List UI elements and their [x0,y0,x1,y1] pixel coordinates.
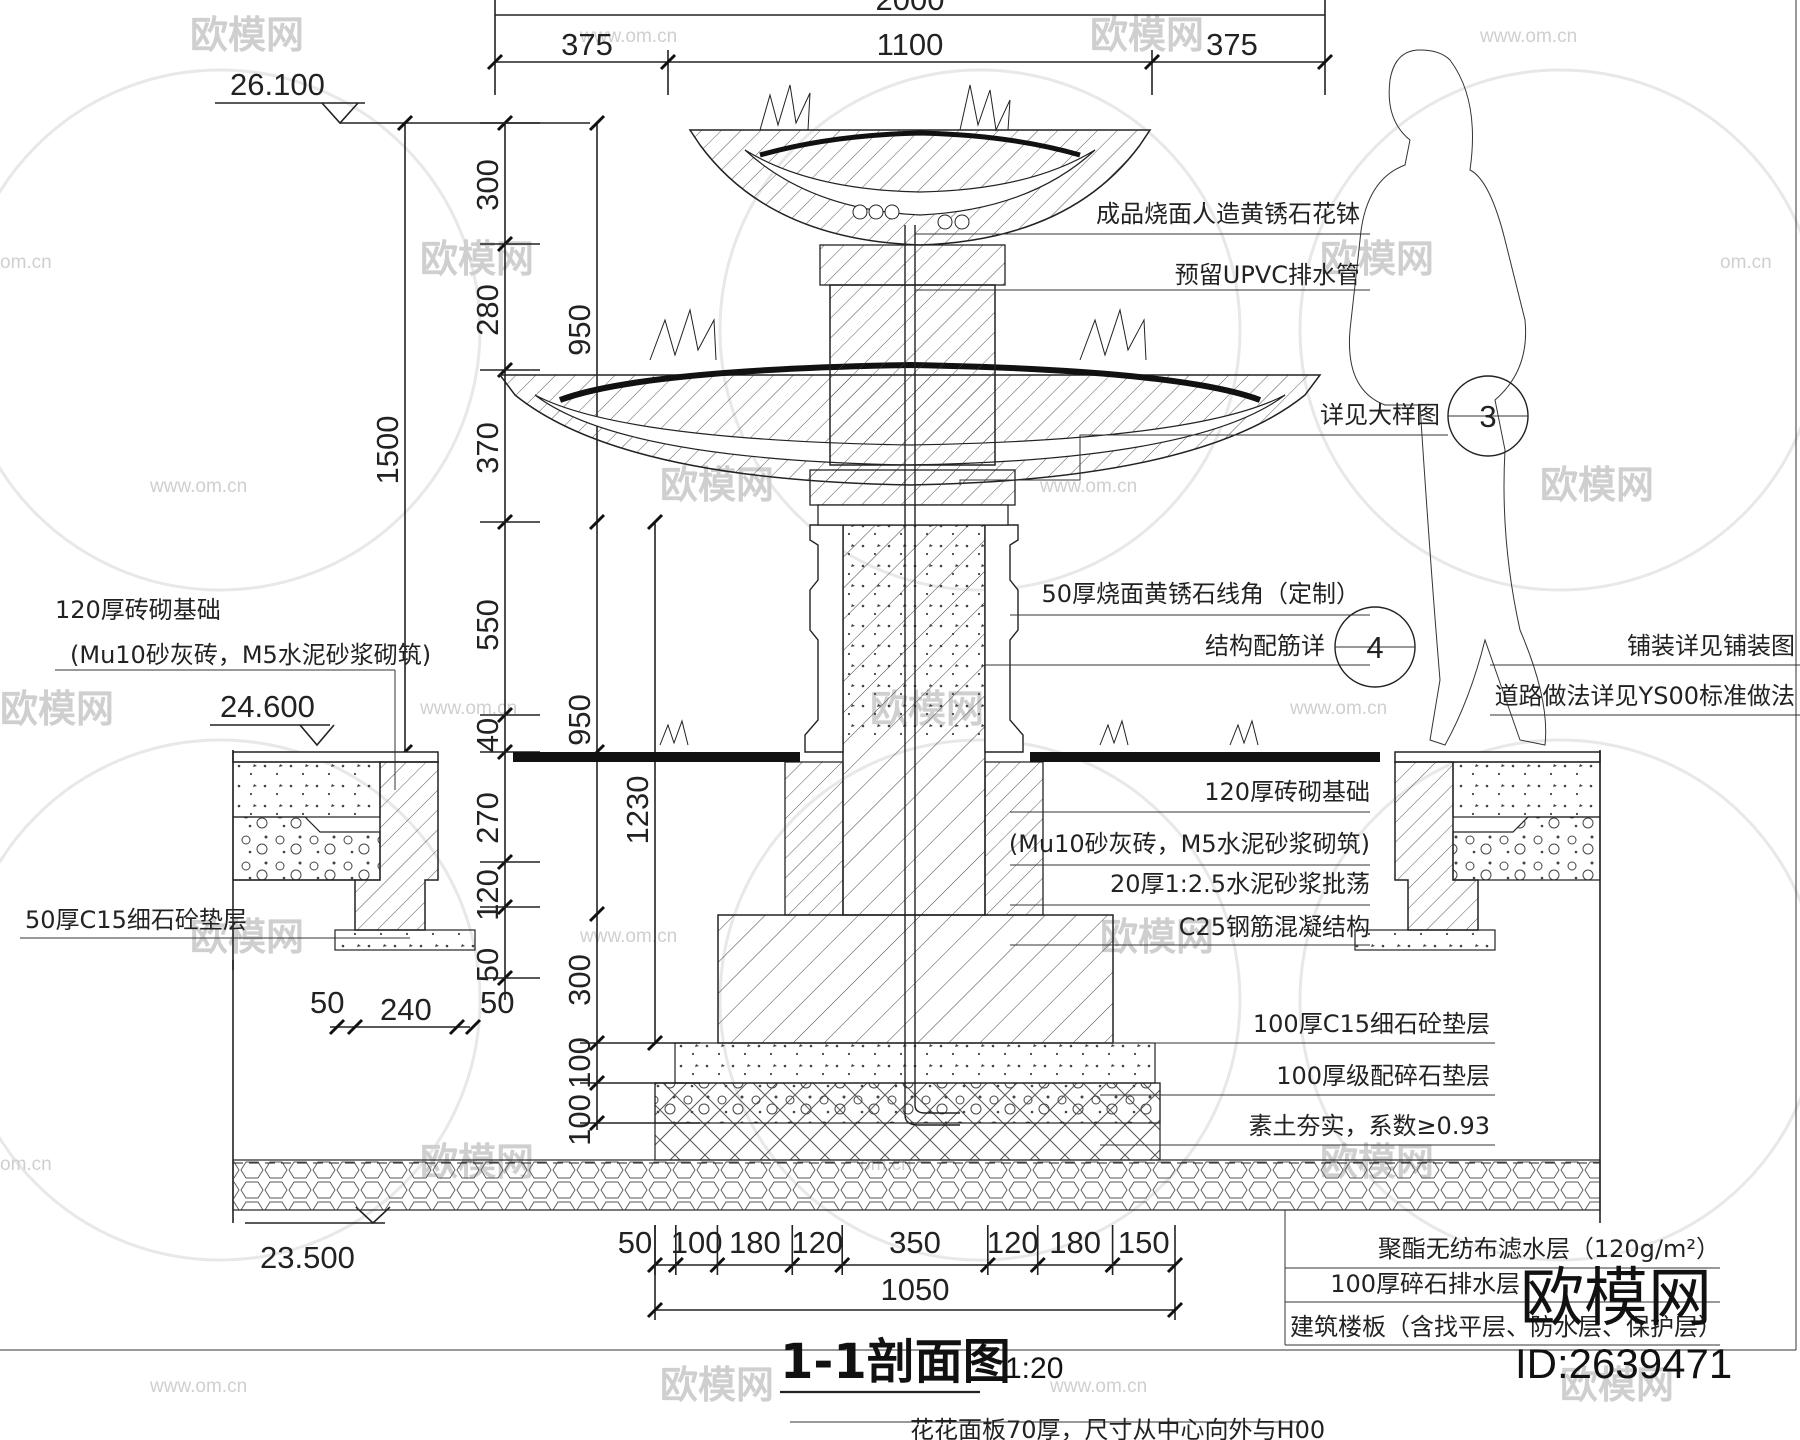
elevation-bottom-label: 23.500 [260,1240,355,1275]
callout-drain-layer: 100厚碎石排水层 [1330,1270,1520,1298]
watermark-site: www.om.cn [579,926,677,947]
dim-100-gravel: 100 [562,1094,597,1146]
watermark-site: www.om.cn [1289,698,1387,719]
detail-4-number: 4 [1366,630,1383,665]
drawing-title-text: 1-1剖面图 [780,1334,1011,1390]
dim-bottom-segment: 350 [889,1225,941,1260]
dim-120: 120 [470,869,505,921]
dim-overall-width: 2000 [876,0,945,17]
dim-bottom-segment: 150 [1118,1225,1170,1260]
callout-c15-layer: 100厚C15细石砼垫层 [1253,1010,1490,1038]
dim-bottom-segment: 120 [987,1225,1039,1260]
callout-leaders [20,233,1800,1346]
watermark-site: www.om.cn [1039,476,1137,497]
watermark-brand: 欧模网 [1320,237,1434,281]
drawing-title: 1-1剖面图 1:20 花花面板70厚，尺寸从中心向外与H00 [780,1334,1325,1440]
dim-center-width: 1100 [877,27,944,62]
right-wall [1354,750,1601,1223]
watermark-site: om.cn [1720,252,1772,273]
callout-brick-spec-right: (Mu10砂灰砖，M5水泥砂浆砌筑) [1009,830,1370,858]
callout-gravel-layer: 100厚级配碎石垫层 [1276,1062,1490,1090]
elevation-bottom: 23.500 [245,1206,391,1275]
callout-c15-left: 50厚C15细石砼垫层 [25,906,247,934]
watermark-site: www.om.cn [149,476,247,497]
vertical-dimensions: 300 280 950 370 1500 550 40 950 270 120 … [370,114,700,1146]
watermark-brand: 欧模网 [1100,915,1214,959]
dim-370: 370 [470,422,505,474]
watermark-site: www.om.cn [1479,26,1577,47]
brand-stamp-name: 欧模网 [1520,1262,1712,1336]
callout-brick-spec-left: (Mu10砂灰砖，M5水泥砂浆砌筑) [70,641,431,669]
watermark-site: om.cn [0,1154,52,1175]
bottom-cut-text: 花花面板70厚，尺寸从中心向外与H00 [910,1416,1325,1440]
left-wall: 50 240 50 [232,750,514,1223]
callout-mortar: 20厚1:2.5水泥砂浆批荡 [1110,870,1370,898]
dim-40: 40 [470,718,505,752]
watermark-site: www.om.cn [149,1376,247,1397]
top-dimensions: 2000 375 1100 375 [486,0,1334,95]
dim-bottom-total: 1050 [881,1272,950,1307]
dim-300-base: 300 [562,954,597,1006]
dim-tick [1166,1256,1184,1274]
elevation-ground: 24.600 [210,689,335,747]
dim-950-upper: 950 [562,304,597,356]
callout-soil: 素土夯实，系数≥0.93 [1248,1112,1490,1140]
drawing-scale: 1:20 [1005,1352,1063,1385]
dim-280: 280 [470,284,505,336]
callout-geotextile: 聚酯无纺布滤水层（120g/m²） [1378,1235,1720,1263]
watermark-site: om.cn [0,252,52,273]
callout-road: 道路做法详见YS00标准做法 [1495,682,1795,710]
watermark-brand: 欧模网 [190,915,304,959]
detail-3-number: 3 [1479,399,1496,434]
dim-550: 550 [470,599,505,651]
dim-right-width: 375 [1206,27,1258,62]
watermark-site: www.om.cn [419,698,517,719]
callout-brick-foundation-left: 120厚砖砌基础 [55,596,221,624]
watermark-brand: 欧模网 [190,13,304,57]
elevation-top-label: 26.100 [230,67,325,102]
dim-bottom-segment: 180 [729,1225,781,1260]
watermark-brand: 欧模网 [1560,1363,1674,1407]
dim-1230: 1230 [620,776,655,845]
brand-stamp: 欧模网 ID:2639471 [1515,1262,1732,1387]
dim-50-wall: 50 [470,948,505,982]
fountain-planter [498,84,1380,1126]
watermark-site: www.om.cn [579,26,677,47]
dim-bottom-segment: 50 [618,1225,652,1260]
dim-bottom-segment: 120 [791,1225,843,1260]
watermark-brand: 欧模网 [660,1363,774,1407]
callout-rebar: 结构配筋详 [1205,632,1325,660]
wall-dim-50-left: 50 [310,985,344,1020]
watermark-brand: 欧模网 [1090,13,1204,57]
dim-100-c15: 100 [562,1037,597,1089]
callout-drain-pipe: 预留UPVC排水管 [1175,261,1360,289]
watermark-brand: 欧模网 [1540,463,1654,507]
watermark-site: www.om.cn [1049,1376,1147,1397]
watermark-brand: 欧模网 [0,687,114,731]
dim-1500: 1500 [370,416,405,485]
dim-bottom-segment: 100 [671,1225,723,1260]
brand-stamp-id: ID:2639471 [1515,1340,1732,1387]
callout-molding: 50厚烧面黄锈石线角（定制） [1041,580,1360,608]
callout-detail-3: 详见大样图 [1320,401,1440,429]
elevation-ground-label: 24.600 [220,689,315,724]
wall-dim-50-right: 50 [480,985,514,1020]
callout-planter: 成品烧面人造黄锈石花钵 [1096,200,1360,228]
dim-bottom-segment: 180 [1049,1225,1101,1260]
dim-270: 270 [470,792,505,844]
elevation-top: 26.100 [215,67,590,125]
human-figure [1348,49,1547,746]
dim-left-width: 375 [561,27,613,62]
callout-brick-foundation-right: 120厚砖砌基础 [1204,778,1370,806]
callout-concrete: C25钢筋混凝结构 [1179,913,1370,941]
callout-text: 成品烧面人造黄锈石花钵 预留UPVC排水管 详见大样图 3 50厚烧面黄锈石线角… [25,200,1795,1341]
callout-paving: 铺装详见铺装图 [1627,632,1795,660]
dim-950-lower: 950 [562,694,597,746]
callout-slab: 建筑楼板（含找平层、防水层、保护层） [1290,1313,1722,1341]
dim-300-top: 300 [470,159,505,211]
wall-dim-240: 240 [380,992,432,1027]
